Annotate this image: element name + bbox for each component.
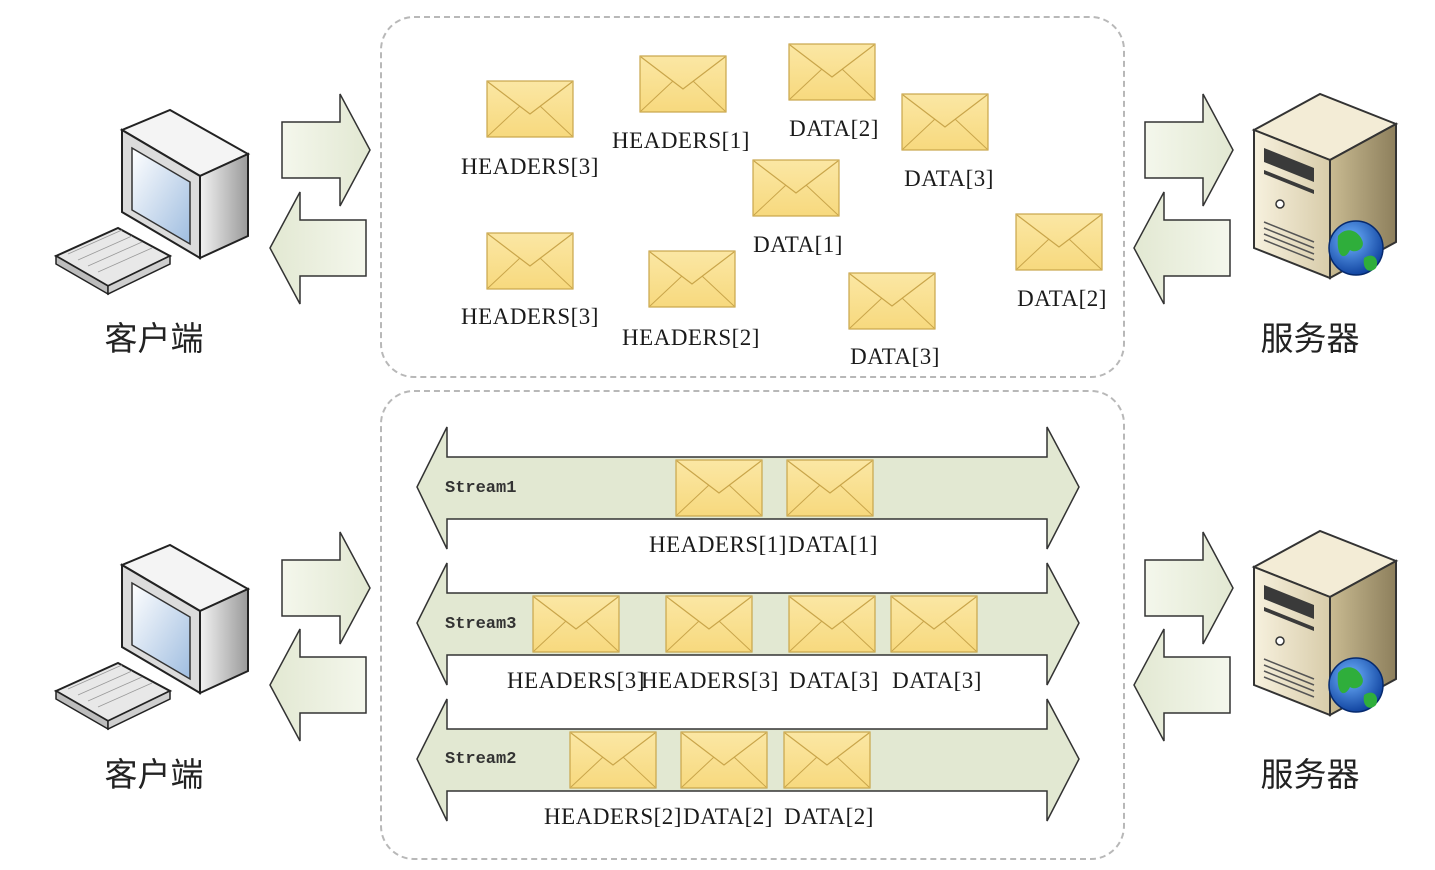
frame-envelope-icon (486, 232, 574, 290)
frame-envelope-icon (848, 272, 936, 330)
server-send-arrow-icon (1132, 627, 1232, 748)
frame-label: HEADERS[1] (649, 532, 787, 557)
server-label: 服务器 (1260, 319, 1360, 358)
server-label: 服务器 (1260, 755, 1360, 794)
server-icon (1250, 90, 1410, 285)
frame-label: DATA[3] (789, 668, 879, 693)
frame-envelope-icon (788, 43, 876, 101)
frame-envelope-icon (639, 55, 727, 113)
stream-name: Stream3 (445, 615, 517, 634)
bottom-stream-panel (380, 390, 1125, 860)
frame-label: DATA[3] (892, 668, 982, 693)
frame-envelope-icon (486, 80, 574, 138)
frame-label: HEADERS[1] (612, 128, 750, 153)
top-frame-panel (380, 16, 1125, 378)
client-computer-icon (52, 543, 252, 748)
frame-envelope-icon (1015, 213, 1103, 271)
frame-envelope-icon (890, 595, 978, 653)
frame-label: DATA[3] (904, 166, 994, 191)
frame-label: HEADERS[3] (507, 668, 645, 693)
frame-label: DATA[2] (789, 116, 879, 141)
frame-envelope-icon (680, 731, 768, 789)
client-receive-arrow-icon (268, 190, 368, 311)
client-send-arrow-icon (280, 92, 372, 213)
frame-envelope-icon (648, 250, 736, 308)
stream-name: Stream2 (445, 750, 517, 769)
frame-envelope-icon (569, 731, 657, 789)
frame-label: DATA[2] (1017, 286, 1107, 311)
frame-envelope-icon (783, 731, 871, 789)
server-send-arrow-icon (1132, 190, 1232, 311)
frame-label: HEADERS[2] (622, 325, 760, 350)
frame-label: DATA[3] (850, 344, 940, 369)
frame-envelope-icon (532, 595, 620, 653)
frame-label: HEADERS[3] (461, 304, 599, 329)
frame-label: DATA[2] (784, 804, 874, 829)
frame-envelope-icon (901, 93, 989, 151)
frame-envelope-icon (665, 595, 753, 653)
server-icon (1250, 527, 1410, 722)
client-receive-arrow-icon (268, 627, 368, 748)
frame-envelope-icon (786, 459, 874, 517)
frame-label: HEADERS[3] (461, 154, 599, 179)
frame-envelope-icon (788, 595, 876, 653)
client-label: 客户端 (104, 319, 204, 358)
frame-label: HEADERS[2] (544, 804, 682, 829)
client-send-arrow-icon (280, 530, 372, 651)
client-computer-icon (52, 108, 252, 313)
frame-label: DATA[2] (683, 804, 773, 829)
server-receive-arrow-icon (1143, 92, 1235, 213)
frame-label: HEADERS[3] (641, 668, 779, 693)
frame-envelope-icon (675, 459, 763, 517)
server-receive-arrow-icon (1143, 530, 1235, 651)
frame-envelope-icon (752, 159, 840, 217)
stream-name: Stream1 (445, 479, 517, 498)
client-label: 客户端 (104, 755, 204, 794)
frame-label: DATA[1] (788, 532, 878, 557)
frame-label: DATA[1] (753, 232, 843, 257)
